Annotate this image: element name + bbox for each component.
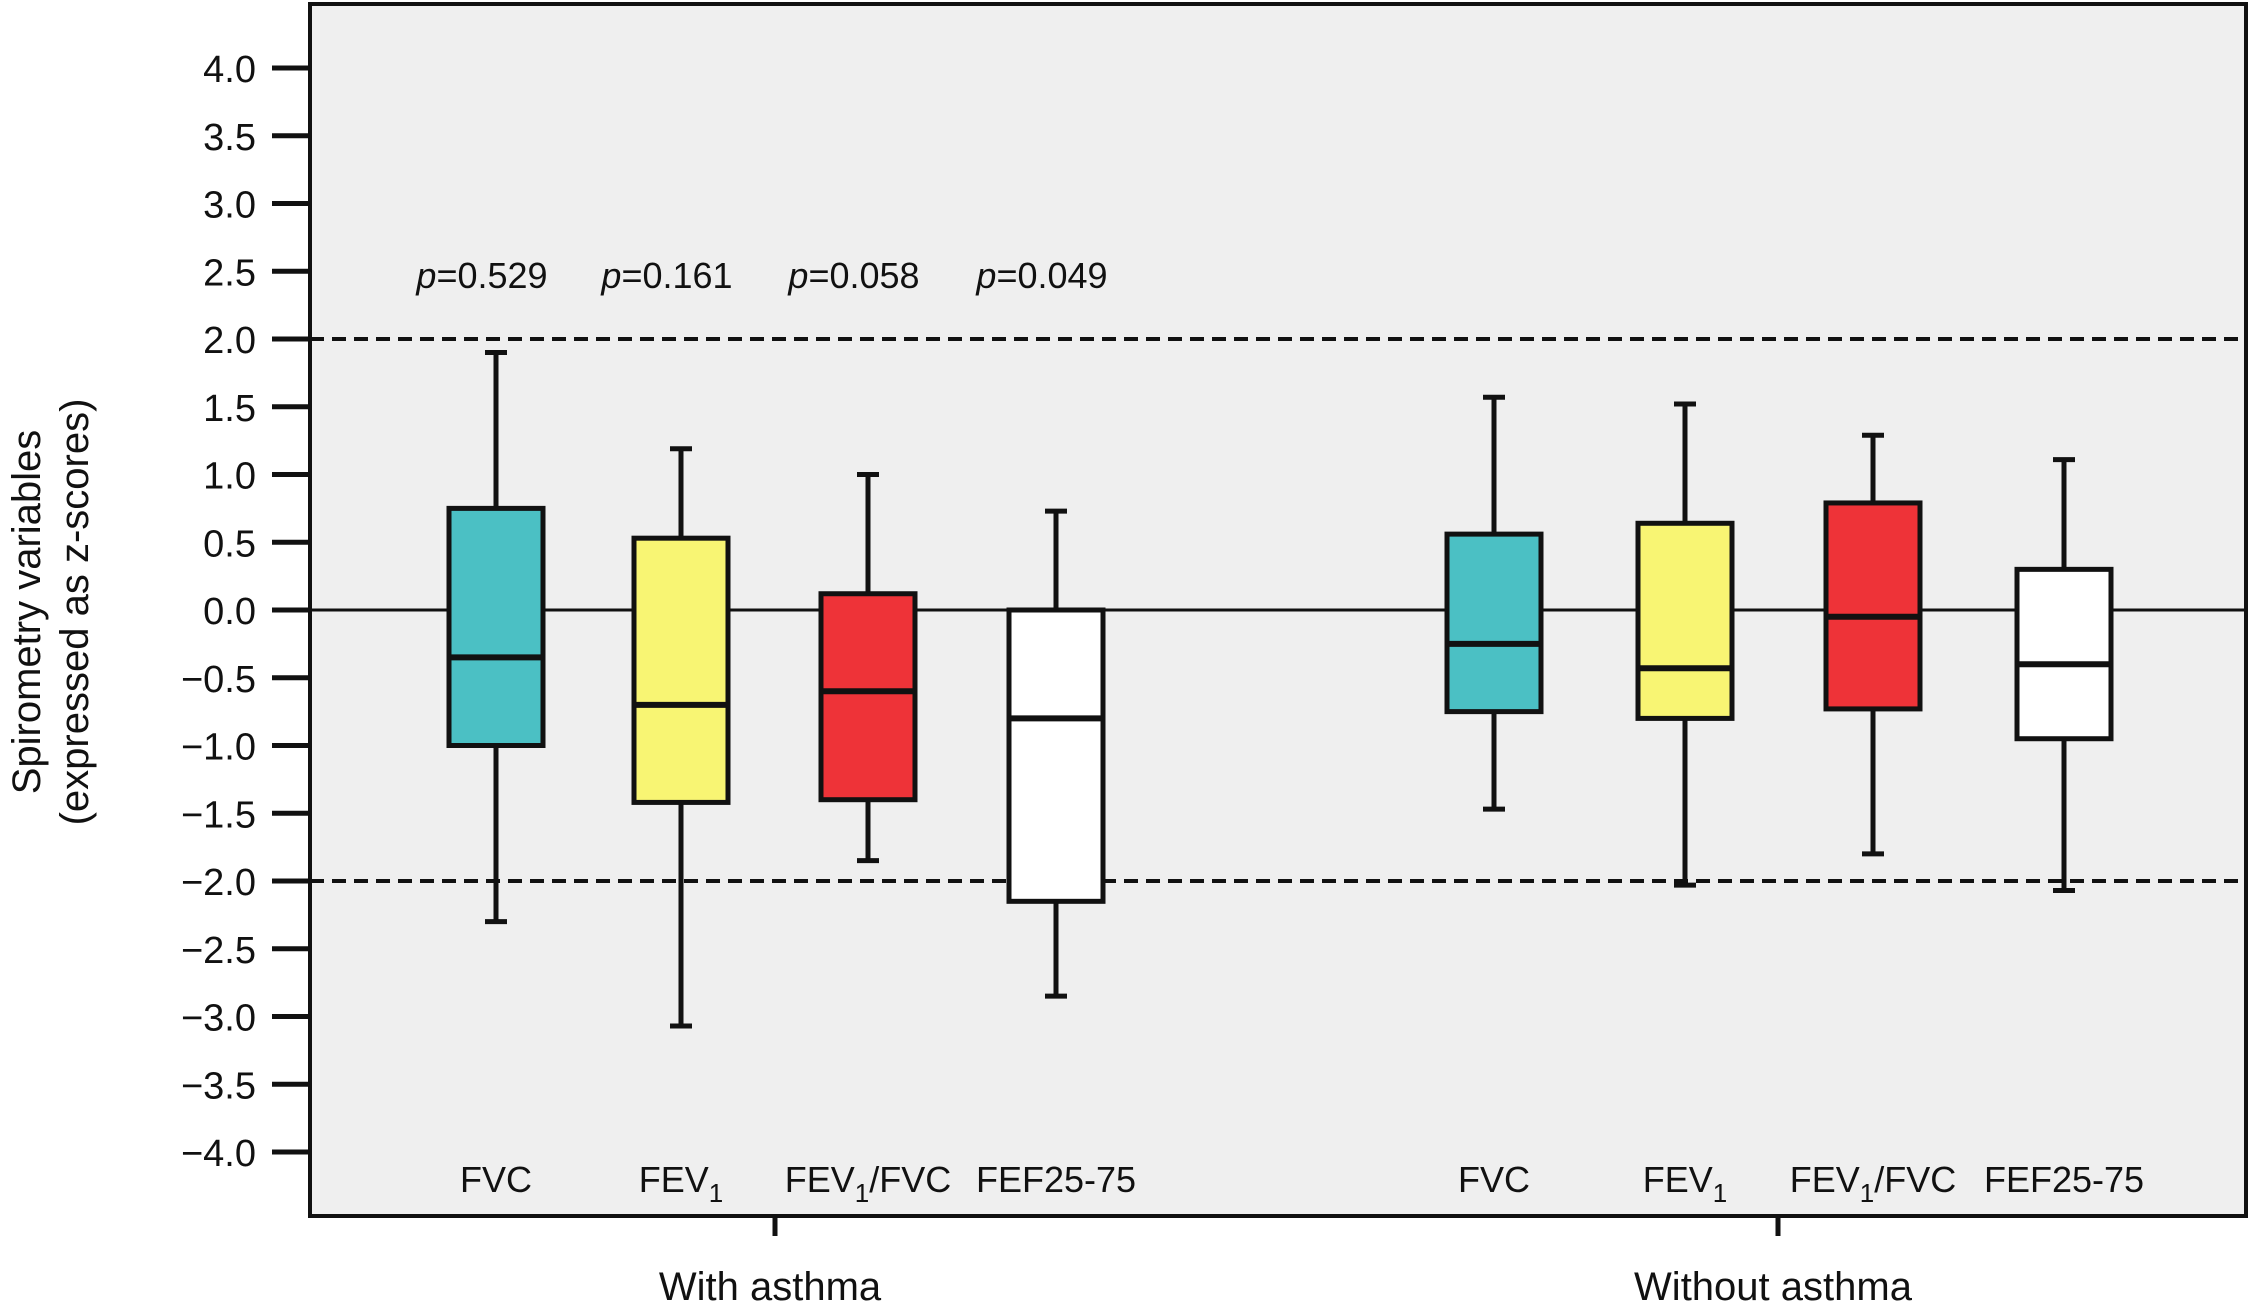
category-label: FVC (460, 1159, 532, 1200)
y-tick-label: −0.5 (181, 659, 256, 701)
y-tick-label: 0.5 (203, 523, 256, 565)
iqr-box (818, 591, 918, 803)
category-label: FEV1/FVC (1790, 1159, 1957, 1208)
iqr-box (1006, 607, 1106, 904)
p-values: p=0.529 p=0.161 p=0.058 p=0.049 (415, 255, 1107, 296)
y-tick-label: 4.0 (203, 49, 256, 91)
p-value-label: p=0.049 (975, 255, 1107, 296)
y-tick-label: −3.0 (181, 998, 256, 1040)
y-axis-label-line2: (expressed as z-scores) (53, 399, 97, 826)
p-value-label: p=0.529 (415, 255, 547, 296)
y-tick-label: 1.5 (203, 388, 256, 430)
category-label: FEF25-75 (1984, 1159, 2144, 1200)
iqr-box (631, 535, 731, 805)
y-tick-label: −2.5 (181, 930, 256, 972)
y-tick-label: 0.0 (203, 591, 256, 633)
category-label: FVC (1458, 1159, 1530, 1200)
category-labels: FVC FEV1 FEV1/FVC FEF25-75 FVC FEV1 FEV1/FVC FE… (460, 1159, 2144, 1208)
iqr-box (2014, 566, 2114, 742)
y-tick-label: 3.5 (203, 117, 256, 159)
iqr-box (1823, 500, 1923, 712)
iqr-box (446, 505, 546, 748)
y-tick-label: −4.0 (181, 1133, 256, 1175)
y-tick-label: 2.5 (203, 252, 256, 294)
p-value-label: p=0.161 (600, 255, 732, 296)
y-tick-label: −3.5 (181, 1065, 256, 1107)
y-tick-label: 1.0 (203, 456, 256, 498)
y-tick-label: 3.0 (203, 185, 256, 227)
y-tick-label: 2.0 (203, 320, 256, 362)
category-label: FEF25-75 (976, 1159, 1136, 1200)
group-label: Without asthma (1634, 1265, 1913, 1309)
y-axis: 4.0 3.5 3.0 2.5 2.0 1.5 1.0 0.5 0.0 −0.5 −1.0 −1.5 −… (181, 49, 310, 1175)
category-label: FEV1/FVC (785, 1159, 952, 1208)
iqr-box (1635, 520, 1735, 721)
group-label: With asthma (659, 1265, 882, 1309)
box-series (446, 350, 2114, 1029)
category-label: FEV1 (1643, 1159, 1727, 1208)
p-value-label: p=0.058 (787, 255, 919, 296)
group-labels: With asthma Without asthma (659, 1216, 1913, 1309)
y-axis-label-line1: Spirometry variables (5, 430, 49, 795)
iqr-box (1444, 531, 1544, 715)
y-tick-label: −1.5 (181, 794, 256, 836)
category-label: FEV1 (639, 1159, 723, 1208)
y-tick-label: −2.0 (181, 862, 256, 904)
y-tick-label: −1.0 (181, 727, 256, 769)
